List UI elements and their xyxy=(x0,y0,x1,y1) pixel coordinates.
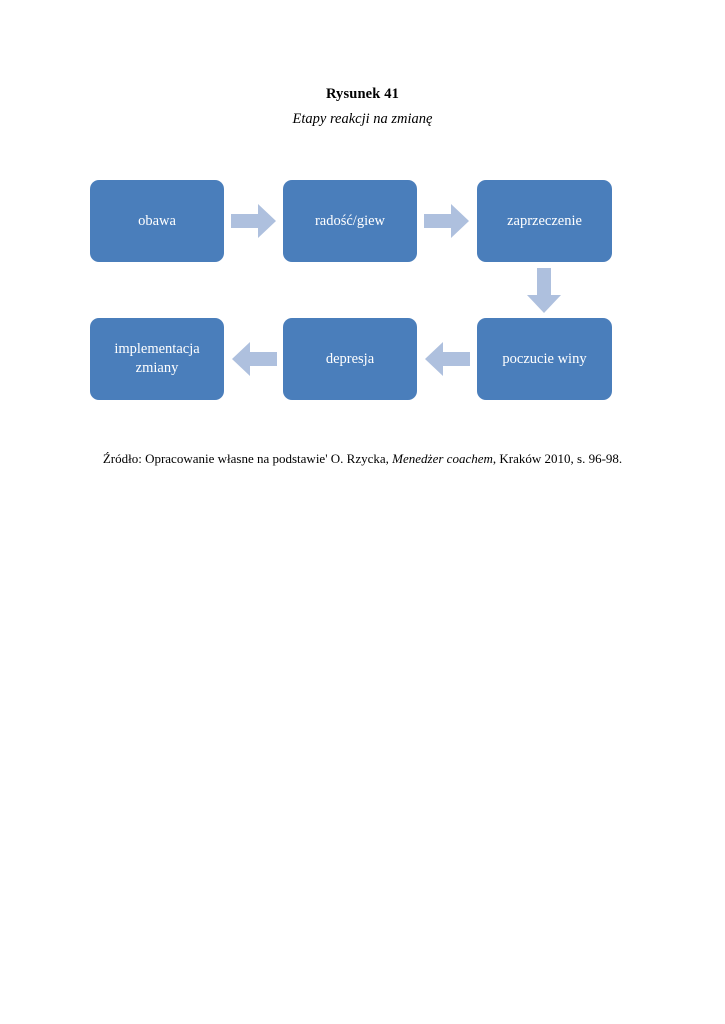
arrow-left-icon-depresja-to-implementacja xyxy=(231,341,277,377)
figure-source-caption: Źródło: Opracowanie własne na podstawie'… xyxy=(0,450,725,467)
source-suffix: , Kraków 2010, s. 96-98. xyxy=(492,451,623,466)
arrow-right-icon-radosc-to-zaprzeczenie xyxy=(424,203,470,239)
figure-subtitle: Etapy reakcji na zmianę xyxy=(292,111,433,127)
node-zaprzeczenie: zaprzeczenie xyxy=(477,180,612,262)
node-poczucie-winy: poczucie winy xyxy=(477,318,612,400)
arrow-left-icon-poczucie-winy-to-depresja xyxy=(424,341,470,377)
source-prefix: Źródło: Opracowanie własne na podstawie'… xyxy=(102,451,393,466)
node-implementacja-zmiany: implementacja zmiany xyxy=(90,318,224,400)
arrow-down-icon-zaprzeczenie-to-poczucie-winy xyxy=(526,268,562,314)
arrow-right-icon-obawa-to-radosc xyxy=(231,203,277,239)
node-depresja: depresja xyxy=(283,318,417,400)
node-obawa: obawa xyxy=(90,180,224,262)
figure-title: Rysunek 41 xyxy=(325,86,400,102)
node-radosc-giew: radość/giew xyxy=(283,180,417,262)
source-work-title: Menedżer coachem xyxy=(392,451,493,466)
